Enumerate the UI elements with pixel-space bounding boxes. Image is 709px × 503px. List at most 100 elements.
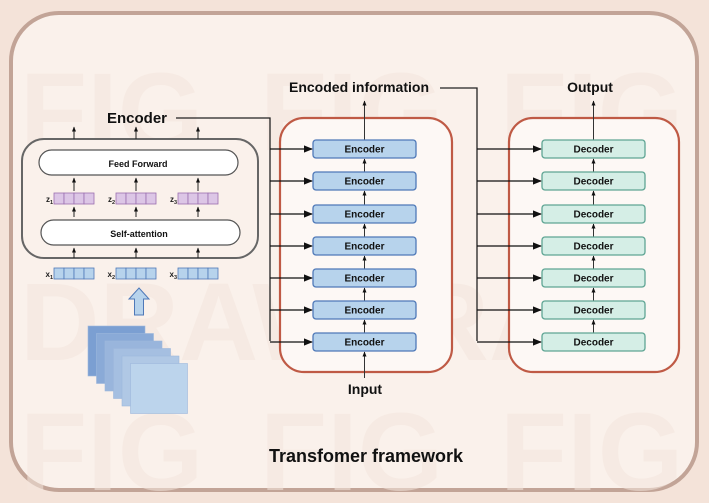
decoder-block-box [541, 300, 646, 320]
encoder-block-box [312, 171, 417, 191]
encoder-block-box [312, 268, 417, 288]
decoder-block-box [541, 236, 646, 256]
encoder-block: Encoder [312, 332, 417, 352]
decoder-block: Decoder [541, 139, 646, 159]
encoder-block: Encoder [312, 171, 417, 191]
decoder-block-label: Decoder [573, 306, 613, 317]
encoder-block-label: Encoder [344, 242, 384, 253]
decoder-block-label: Decoder [573, 210, 613, 221]
decoder-blocks: DecoderDecoderDecoderDecoderDecoderDecod… [477, 100, 646, 352]
decoder-block-box [541, 171, 646, 191]
x-vectors: x1 x2 x3 [45, 267, 219, 281]
z-vector-cell [63, 192, 75, 205]
encoder-detail-label: Encoder [107, 110, 167, 127]
image-layer [130, 363, 188, 414]
encoder-block: Encoder [312, 204, 417, 224]
z-vector-cell [135, 192, 147, 205]
x-vector-label: x2 [107, 270, 115, 281]
input-image-stack [87, 325, 188, 414]
decoder-block: Decoder [541, 236, 646, 256]
detail-arrows [72, 126, 200, 258]
z-vector-1: z1 [46, 192, 95, 206]
z-vector-2: z2 [108, 192, 157, 206]
encoder-block: Encoder [312, 236, 417, 256]
z-vector-label: z1 [46, 195, 53, 206]
x-vector-label: x3 [169, 270, 177, 281]
encoder-block-label: Encoder [344, 274, 384, 285]
z-vector-cell [115, 192, 127, 205]
diagram-title: Transfomer framework [269, 446, 464, 466]
decoder-block-box [541, 332, 646, 352]
x-vector-cell [177, 267, 189, 280]
encoder-block-label: Encoder [344, 306, 384, 317]
input-up-arrow-icon [127, 287, 151, 316]
decoder-block-label: Decoder [573, 274, 613, 285]
decoder-block-box [541, 268, 646, 288]
input-label: Input [348, 381, 383, 397]
output-label: Output [567, 79, 613, 95]
z-vector-cell [207, 192, 219, 205]
x-vector-cell [125, 267, 137, 280]
encoder-block: Encoder [312, 268, 417, 288]
z-vector-3: z3 [170, 192, 219, 206]
self-attention-block [40, 219, 241, 246]
encoder-block-box [312, 300, 417, 320]
decoder-block-box [541, 139, 646, 159]
encoded-information-label: Encoded information [289, 79, 429, 95]
encoded-info-connector-line [440, 87, 478, 341]
x-vector-label: x1 [45, 270, 53, 281]
feed-forward-block [38, 149, 239, 176]
z-vector-cell [145, 192, 157, 205]
z-vectors: z1 z2 z3 [46, 192, 219, 206]
encoder-block-label: Encoder [344, 177, 384, 188]
x-vector-cell [207, 267, 219, 280]
x-vector-2: x2 [107, 267, 157, 281]
decoder-block: Decoder [541, 204, 646, 224]
z-vector-cell [83, 192, 95, 205]
x-vector-cell [115, 267, 127, 280]
decoder-block-box [541, 204, 646, 224]
x-vector-cell [197, 267, 209, 280]
encoder-block-box [312, 332, 417, 352]
decoder-block-label: Decoder [573, 145, 613, 156]
encoder-block-label: Encoder [344, 210, 384, 221]
x-vector-cell [187, 267, 199, 280]
decoder-block: Decoder [541, 332, 646, 352]
decoder-block: Decoder [541, 268, 646, 288]
self-attention-label: Self-attention [110, 229, 168, 239]
feed-forward-label: Feed Forward [108, 159, 167, 169]
decoder-block: Decoder [541, 171, 646, 191]
encoder-block-box [312, 204, 417, 224]
encoder-block: Encoder [312, 300, 417, 320]
svg-text:FIG: FIG [500, 391, 683, 503]
x-vector-cell [135, 267, 147, 280]
x-vector-cell [73, 267, 85, 280]
x-vector-cell [53, 267, 65, 280]
svg-text:FIG: FIG [260, 391, 443, 503]
decoder-block-label: Decoder [573, 177, 613, 188]
encoder-block-label: Encoder [344, 145, 384, 156]
x-vector-3: x3 [169, 267, 219, 281]
decoder-block: Decoder [541, 300, 646, 320]
z-vector-cell [187, 192, 199, 205]
z-vector-cell [53, 192, 65, 205]
z-vector-label: z3 [170, 195, 177, 206]
encoder-block-box [312, 139, 417, 159]
encoder-block-box [312, 236, 417, 256]
z-vector-cell [73, 192, 85, 205]
z-vector-label: z2 [108, 195, 115, 206]
z-vector-cell [177, 192, 189, 205]
decoder-block-label: Decoder [573, 242, 613, 253]
x-vector-cell [145, 267, 157, 280]
x-vector-cell [63, 267, 75, 280]
encoder-blocks: EncoderEncoderEncoderEncoderEncoderEncod… [270, 100, 417, 378]
encoder-block-label: Encoder [344, 338, 384, 349]
x-vector-cell [83, 267, 95, 280]
z-vector-cell [197, 192, 209, 205]
decoder-block-label: Decoder [573, 338, 613, 349]
encoder-connector-line [176, 117, 271, 341]
encoder-block: Encoder [312, 139, 417, 159]
x-vector-1: x1 [45, 267, 95, 281]
z-vector-cell [125, 192, 137, 205]
